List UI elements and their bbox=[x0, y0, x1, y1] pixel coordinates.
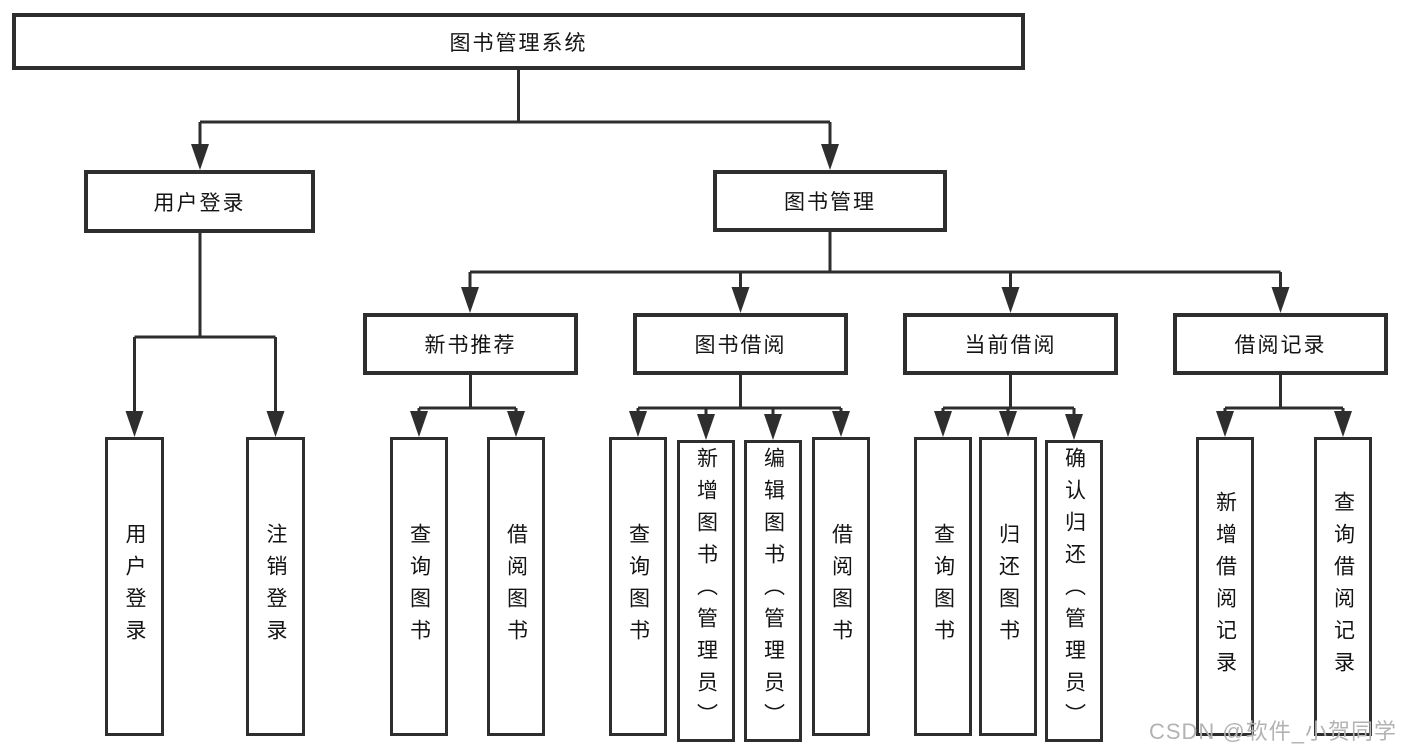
leaf-cb-query-books: 查询图书 bbox=[914, 437, 972, 736]
leaf-br-add-record: 新增借阅记录 bbox=[1196, 437, 1254, 736]
leaf-bb-add-books-admin: 新增图书（管理员） bbox=[677, 440, 735, 742]
leaf-rec-query-books: 查询图书 bbox=[390, 437, 448, 736]
leaf-bb-edit-books-admin: 编辑图书（管理员） bbox=[744, 440, 802, 742]
leaf-br-query-record: 查询借阅记录 bbox=[1314, 437, 1372, 736]
leaf-user-login: 用户登录 bbox=[105, 437, 164, 736]
leaf-cb-return-books: 归还图书 bbox=[979, 437, 1037, 736]
leaf-logout: 注销登录 bbox=[246, 437, 305, 736]
node-current-borrowing: 当前借阅 bbox=[903, 313, 1118, 375]
csdn-watermark: CSDN @软件_小贺同学 bbox=[1148, 719, 1397, 744]
node-library-management-system: 图书管理系统 bbox=[12, 13, 1025, 70]
leaf-bb-query-books: 查询图书 bbox=[609, 437, 667, 736]
node-user-login: 用户登录 bbox=[84, 170, 315, 233]
leaf-rec-borrow-books: 借阅图书 bbox=[487, 437, 545, 736]
leaf-bb-borrow-books: 借阅图书 bbox=[812, 437, 870, 736]
node-new-book-recommendation: 新书推荐 bbox=[363, 313, 578, 375]
node-borrowing-records: 借阅记录 bbox=[1173, 313, 1388, 375]
leaf-cb-confirm-return-admin: 确认归还（管理员） bbox=[1045, 440, 1103, 742]
node-book-management: 图书管理 bbox=[713, 170, 947, 232]
node-book-borrowing: 图书借阅 bbox=[633, 313, 848, 375]
